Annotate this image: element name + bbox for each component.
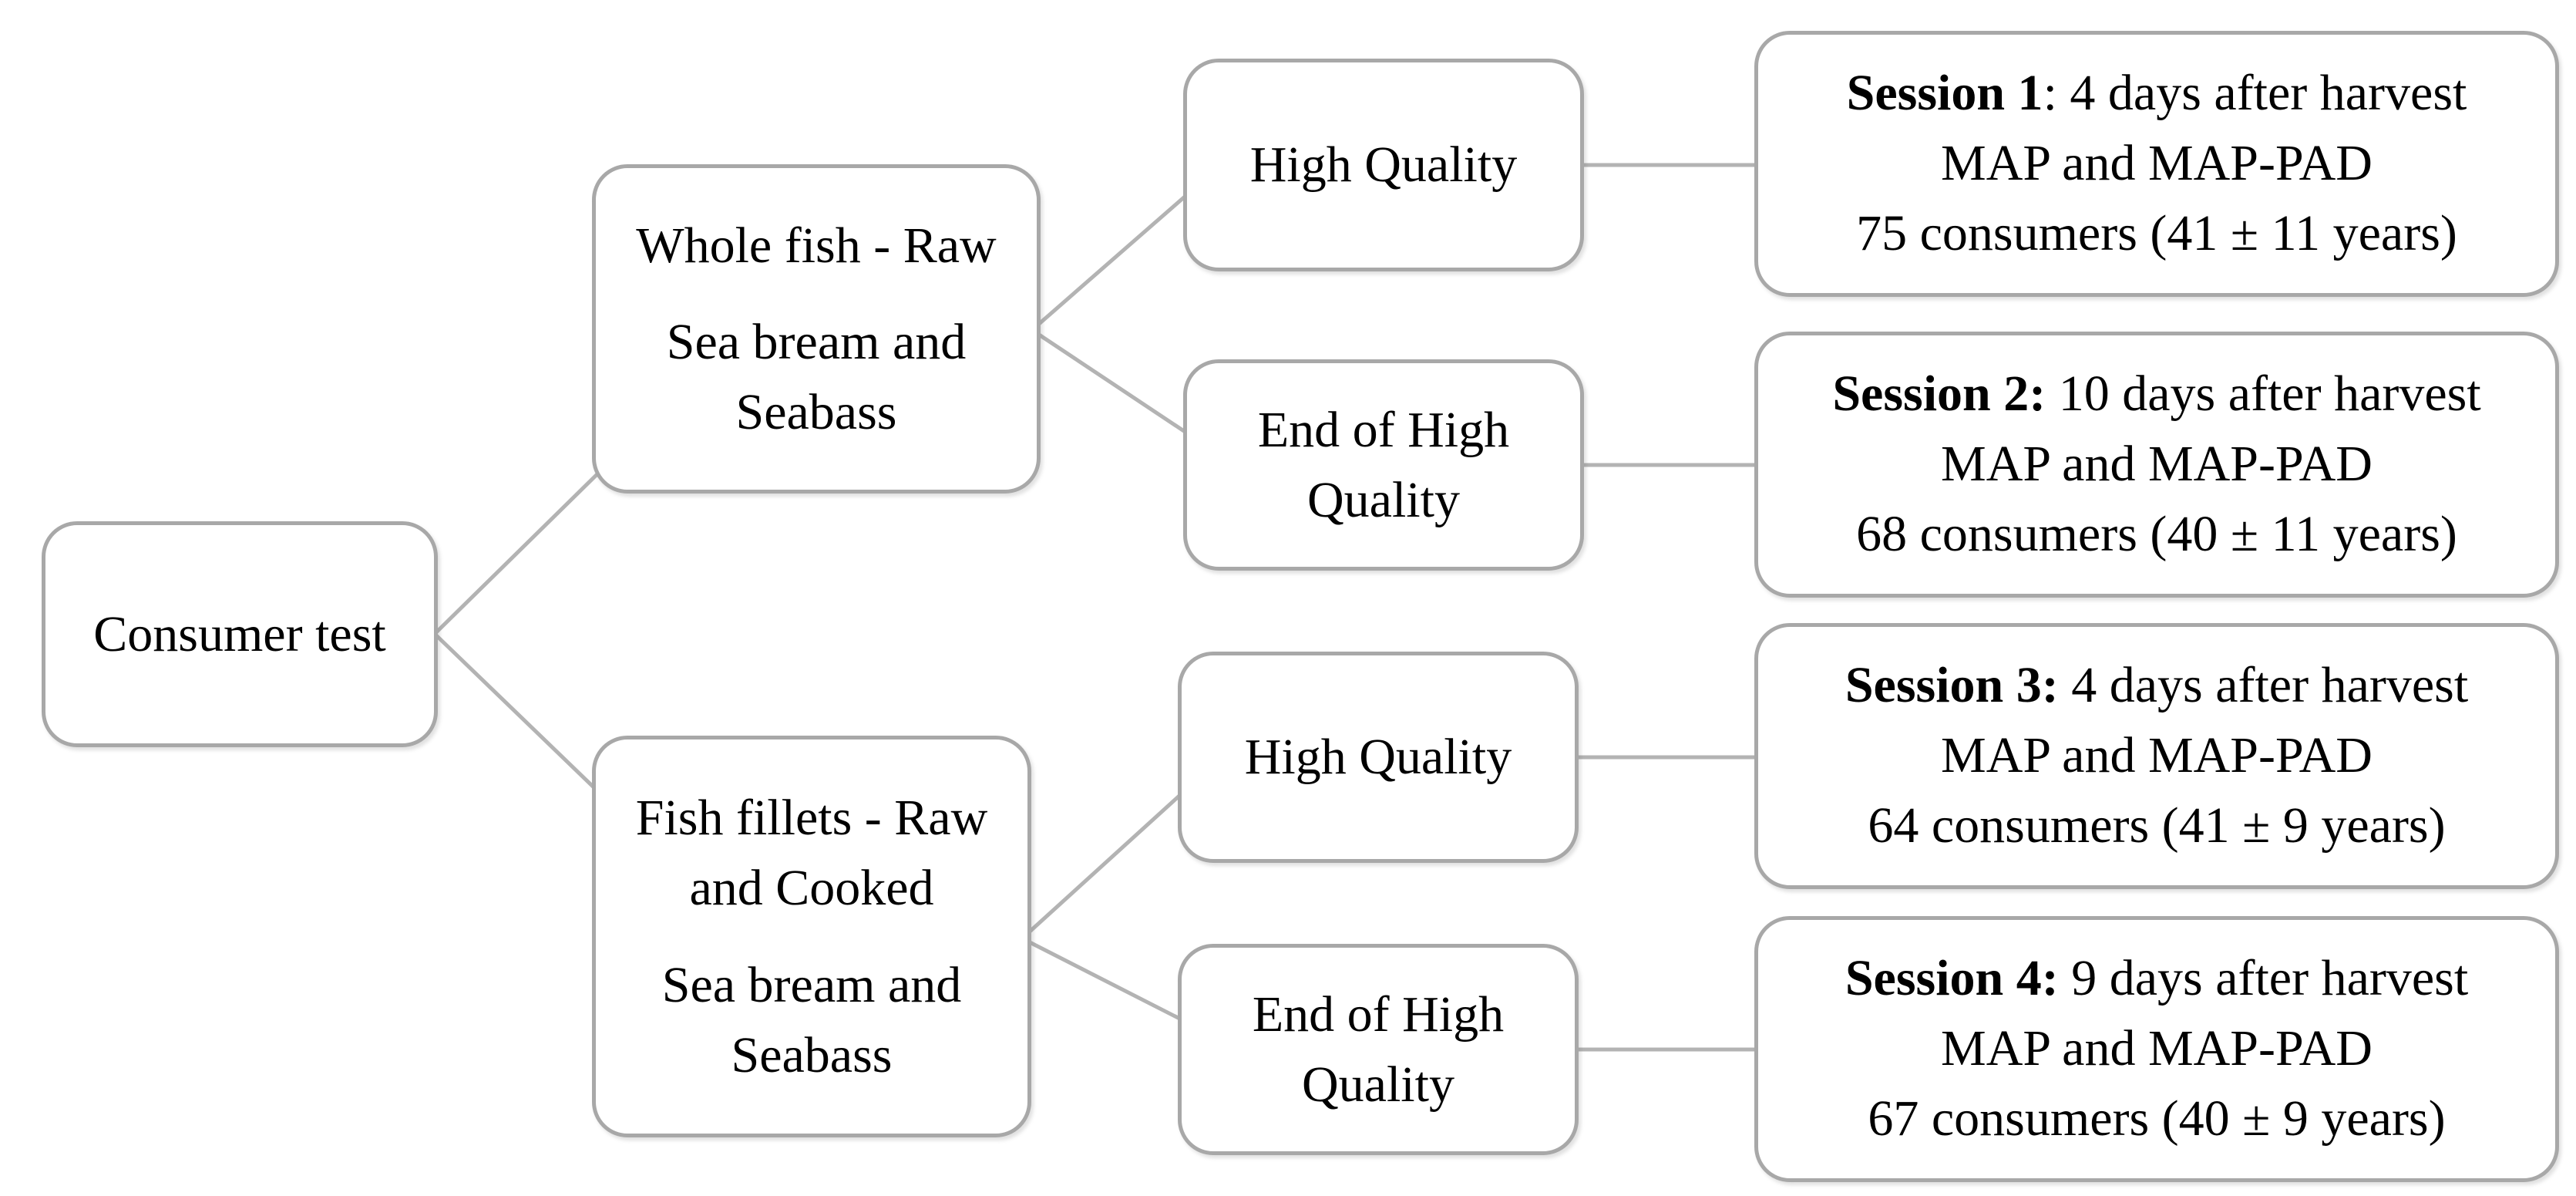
product-name-line: and Cooked [689, 860, 934, 917]
session-title-rest: 10 days after harvest [2046, 366, 2481, 422]
session-title-bold: Session 1 [1846, 65, 2043, 121]
connector-whole-fish-to-eohq1 [1037, 332, 1204, 446]
species-line: Seabass [735, 384, 897, 441]
quality-label: End of High [1257, 401, 1510, 458]
quality-label: High Quality [1249, 136, 1518, 194]
session-node-1: Session 1: 4 days after harvest MAP and … [1754, 31, 2559, 297]
session-packaging: MAP and MAP-PAD [1941, 135, 2373, 192]
root-label: Consumer test [93, 605, 386, 662]
session-title-bold: Session 2: [1832, 366, 2046, 422]
connector-fillets-to-eohq2 [1028, 940, 1198, 1029]
connector-root-to-whole-fish [435, 461, 610, 634]
quality-node-end-of-high-quality-1: End of High Quality [1183, 359, 1584, 571]
product-node-whole-fish: Whole fish - Raw Sea bream and Seabass [592, 164, 1041, 494]
quality-node-high-quality-1: High Quality [1183, 59, 1584, 271]
product-node-fish-fillets: Fish fillets - Raw and Cooked Sea bream … [592, 736, 1031, 1137]
session-title-rest: 4 days after harvest [2058, 657, 2469, 713]
session-consumers: 67 consumers (40 ± 9 years) [1868, 1090, 2446, 1147]
session-title: Session 3: 4 days after harvest [1845, 650, 2468, 720]
session-title-rest: : 4 days after harvest [2043, 65, 2467, 121]
session-packaging: MAP and MAP-PAD [1941, 727, 2373, 784]
quality-node-end-of-high-quality-2: End of High Quality [1178, 944, 1579, 1155]
species-line: Sea bream and [661, 956, 962, 1013]
species-line: Seabass [731, 1026, 893, 1083]
session-title-rest: 9 days after harvest [2058, 950, 2469, 1006]
product-name-line: Fish fillets - Raw [635, 790, 988, 847]
session-title: Session 1: 4 days after harvest [1847, 58, 2467, 128]
quality-node-high-quality-2: High Quality [1178, 652, 1579, 863]
quality-label: Quality [1307, 472, 1460, 528]
session-title-bold: Session 3: [1845, 657, 2059, 713]
session-title-bold: Session 4: [1845, 950, 2059, 1006]
species-line: Sea bream and [666, 313, 967, 370]
session-node-2: Session 2: 10 days after harvest MAP and… [1754, 332, 2559, 598]
session-consumers: 75 consumers (41 ± 11 years) [1856, 205, 2457, 262]
quality-label: Quality [1302, 1056, 1454, 1113]
session-packaging: MAP and MAP-PAD [1941, 1020, 2373, 1077]
session-packaging: MAP and MAP-PAD [1941, 436, 2373, 493]
session-title: Session 4: 9 days after harvest [1845, 943, 2468, 1013]
product-name-line: Whole fish - Raw [636, 217, 997, 274]
quality-label: High Quality [1244, 729, 1512, 786]
session-title: Session 2: 10 days after harvest [1832, 359, 2480, 429]
connector-root-to-fish-fillets [435, 634, 610, 804]
root-node-consumer-test: Consumer test [42, 521, 438, 747]
session-node-4: Session 4: 9 days after harvest MAP and … [1754, 916, 2559, 1182]
session-node-3: Session 3: 4 days after harvest MAP and … [1754, 623, 2559, 889]
connector-fillets-to-hq2 [1028, 779, 1198, 933]
connector-whole-fish-to-hq1 [1037, 180, 1204, 325]
quality-label: End of High [1252, 985, 1505, 1043]
session-consumers: 64 consumers (41 ± 9 years) [1868, 797, 2446, 854]
session-consumers: 68 consumers (40 ± 11 years) [1856, 506, 2457, 563]
